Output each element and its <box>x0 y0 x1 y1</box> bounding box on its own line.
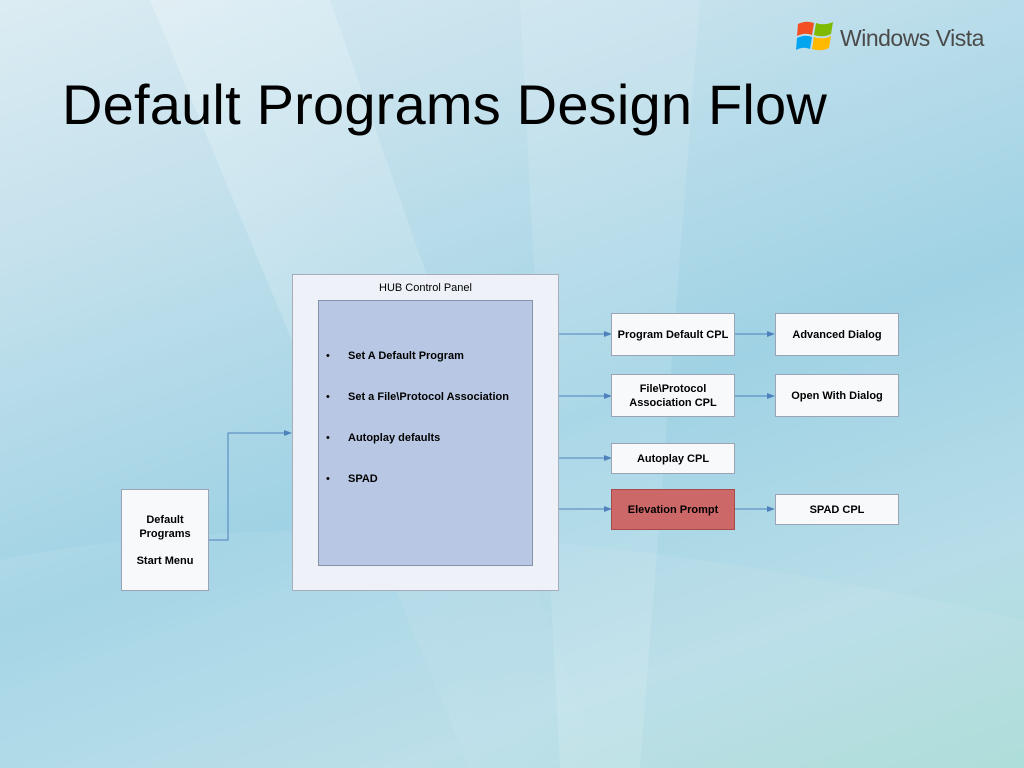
page-title: Default Programs Design Flow <box>62 73 827 136</box>
logo-wordmark: Windows Vista <box>840 25 984 51</box>
start-box-line2: Programs <box>139 527 191 540</box>
autoplay-cpl-box: Autoplay CPL <box>611 443 735 474</box>
hub-options-panel <box>318 300 533 566</box>
connector-start-to-hub <box>209 430 292 541</box>
hub-bullet-item: •Set a File\Protocol Association <box>326 391 509 403</box>
advanced-dialog-box: Advanced Dialog <box>775 313 899 356</box>
open-with-dialog-box: Open With Dialog <box>775 374 899 417</box>
elevation-prompt-box: Elevation Prompt <box>611 489 735 530</box>
start-box-line1: Default <box>146 513 184 526</box>
default-programs-start-menu-box: Default Programs Start Menu <box>121 489 209 591</box>
file-protocol-association-cpl-box: File\Protocol Association CPL <box>611 374 735 417</box>
spad-cpl-box: SPAD CPL <box>775 494 899 525</box>
start-box-line3: Start Menu <box>136 554 194 567</box>
hub-bullet-item: •SPAD <box>326 473 378 485</box>
program-default-cpl-box: Program Default CPL <box>611 313 735 356</box>
windows-flag-icon <box>796 21 833 51</box>
hub-label: HUB Control Panel <box>379 282 472 294</box>
hub-bullet-item: •Set A Default Program <box>326 350 464 362</box>
windows-vista-logo: Windows Vista <box>794 16 994 60</box>
hub-bullet-item: •Autoplay defaults <box>326 432 441 444</box>
